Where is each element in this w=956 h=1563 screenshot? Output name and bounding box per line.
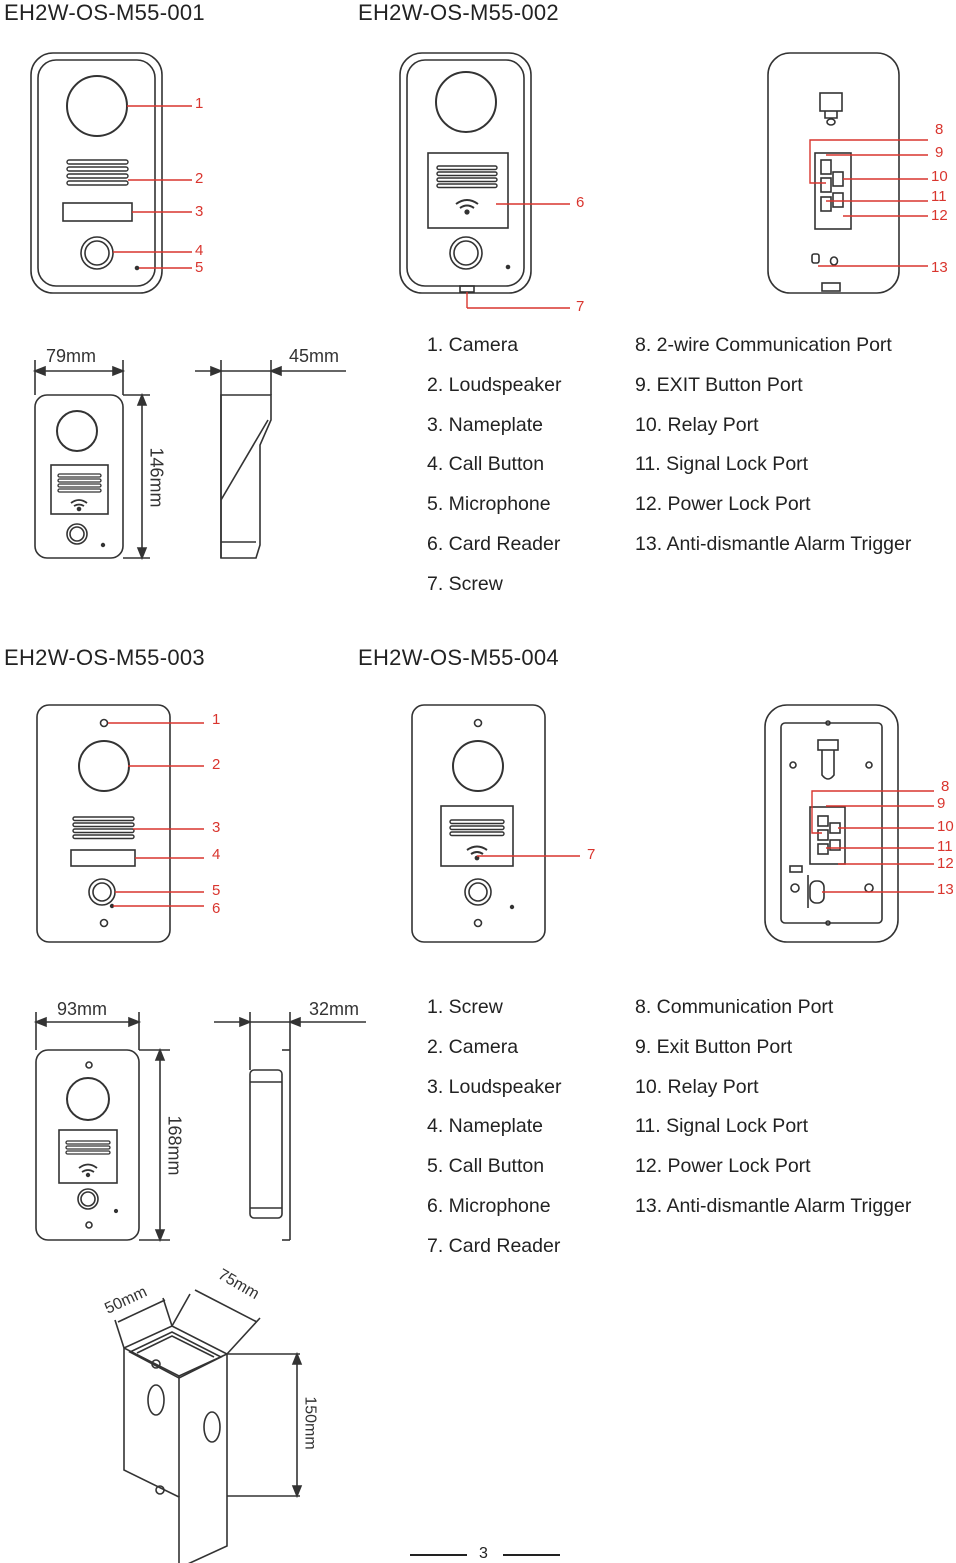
legend-item: 5. Call Button: [427, 1155, 545, 1178]
device-001-front: [30, 52, 163, 294]
legend-item: 1. Screw: [427, 996, 503, 1018]
legend-item: 1. Camera: [427, 334, 519, 356]
legend-bottom-left: 1. Screw 2. Camera 3. Loudspeaker 4. Nam…: [427, 996, 561, 1275]
legend-item: 7. Screw: [427, 572, 503, 595]
legend-item: 10. Relay Port: [635, 1075, 759, 1098]
model-title-004: EH2W-OS-M55-004: [358, 645, 559, 670]
legend-item: 6. Microphone: [427, 1194, 551, 1217]
dim-003-side: [214, 1012, 366, 1241]
device-004-front: [411, 704, 546, 943]
callout-7: 7: [576, 298, 585, 315]
model-title-002: EH2W-OS-M55-002: [358, 0, 559, 25]
legend-item: 11. Signal Lock Port: [635, 1115, 809, 1138]
callout-6: 6: [576, 194, 585, 211]
dim-box-c: 150mm: [301, 1396, 319, 1450]
callout-4: 4: [195, 242, 204, 259]
callout-3: 3: [195, 203, 204, 220]
dim-top-height: 146mm: [146, 447, 167, 508]
legend-item: 12. Power Lock Port: [635, 1155, 811, 1178]
device-004-back: [764, 704, 899, 943]
callout-b-3: 3: [212, 819, 221, 836]
callout-13: 13: [931, 259, 948, 276]
legend-item: 3. Nameplate: [427, 413, 543, 436]
legend-item: 6. Card Reader: [427, 532, 561, 555]
callout-b-5: 5: [212, 882, 221, 899]
device-002-back: [767, 52, 900, 294]
model-title-001: EH2W-OS-M55-001: [4, 0, 205, 25]
callout-b-10: 10: [937, 818, 954, 835]
legend-item: 2. Loudspeaker: [427, 373, 562, 396]
callout-5: 5: [195, 259, 204, 276]
callout-9: 9: [935, 144, 944, 161]
legend-item: 4. Nameplate: [427, 1115, 543, 1138]
callout-b-6: 6: [212, 900, 221, 917]
callout-b-2: 2: [212, 756, 221, 773]
legend-item: 13. Anti-dismantle Alarm Trigger: [635, 1194, 912, 1217]
callout-12: 12: [931, 207, 948, 224]
dim-bottom-width: 93mm: [57, 999, 108, 1019]
dim-bottom-depth: 32mm: [309, 999, 360, 1019]
callout-b-13: 13: [937, 881, 954, 898]
legend-item: 3. Loudspeaker: [427, 1075, 562, 1098]
callout-b-9: 9: [937, 795, 946, 812]
callout-2: 2: [195, 170, 204, 187]
dim-001-front: [32, 360, 150, 561]
legend-top-left: 1. Camera 2. Loudspeaker 3. Nameplate 4.…: [427, 334, 561, 613]
legend-item: 11. Signal Lock Port: [635, 453, 809, 476]
legend-item: 4. Call Button: [427, 453, 545, 476]
callout-11: 11: [931, 188, 947, 205]
callout-1: 1: [195, 95, 204, 112]
callout-leaders: [108, 105, 934, 907]
legend-item: 10. Relay Port: [635, 413, 759, 436]
callout-10: 10: [931, 168, 948, 185]
device-002-front: [399, 52, 532, 294]
callout-b-12: 12: [937, 855, 954, 872]
callout-b-8: 8: [941, 778, 950, 795]
legend-item: 2. Camera: [427, 1035, 519, 1058]
callout-b-11: 11: [937, 838, 953, 855]
legend-item: 8. Communication Port: [635, 996, 834, 1018]
page-number: 3: [479, 1545, 488, 1562]
legend-item: 9. EXIT Button Port: [635, 373, 803, 396]
callout-b-7: 7: [587, 846, 596, 863]
legend-item: 13. Anti-dismantle Alarm Trigger: [635, 532, 912, 555]
dim-top-depth: 45mm: [289, 346, 340, 366]
dim-top-width: 79mm: [46, 346, 97, 366]
back-box-drawing: [114, 1289, 303, 1563]
legend-item: 7. Card Reader: [427, 1234, 561, 1257]
callout-b-1: 1: [212, 711, 221, 728]
legend-top-right: 8. 2-wire Communication Port 9. EXIT But…: [635, 334, 911, 573]
dim-003-front: [33, 1012, 170, 1243]
dim-bottom-height: 168mm: [164, 1115, 185, 1176]
callout-8: 8: [935, 121, 944, 138]
legend-item: 9. Exit Button Port: [635, 1035, 793, 1058]
legend-item: 5. Microphone: [427, 493, 551, 516]
legend-item: 12. Power Lock Port: [635, 493, 811, 516]
legend-item: 8. 2-wire Communication Port: [635, 334, 892, 356]
dim-001-side: [195, 360, 346, 559]
legend-bottom-right: 8. Communication Port 9. Exit Button Por…: [635, 996, 911, 1235]
model-title-003: EH2W-OS-M55-003: [4, 645, 205, 670]
callout-b-4: 4: [212, 846, 221, 863]
